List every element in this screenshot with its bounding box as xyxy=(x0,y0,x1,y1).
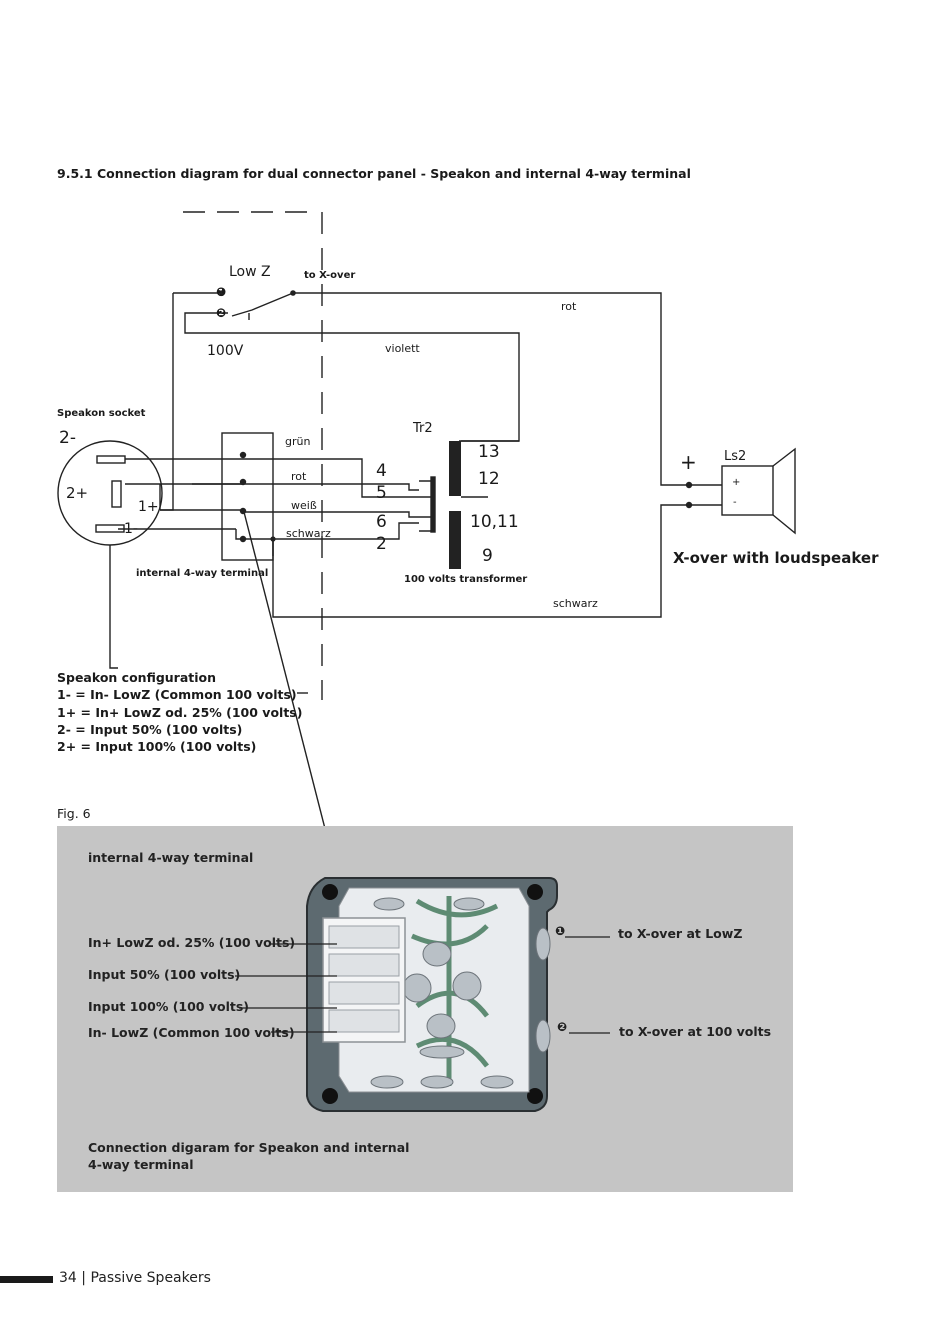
speakon-config-line: 2- = Input 50% (100 volts) xyxy=(57,721,243,737)
footer-section: Passive Speakers xyxy=(90,1270,211,1286)
marker-1: ❶ xyxy=(216,285,227,299)
photo-marker-2: ❷ xyxy=(557,1020,568,1034)
tap-13: 13 xyxy=(478,442,500,462)
speakon-config-heading: Speakon configuration xyxy=(57,670,217,685)
connector-panel-photo xyxy=(235,877,610,1112)
wire-schwarz-label: schwarz xyxy=(286,527,331,540)
pin-2minus: 2- xyxy=(59,428,76,448)
speakon-config-line: 1+ = In+ LowZ od. 25% (100 volts) xyxy=(57,704,303,720)
photo-label-input-50: Input 50% (100 volts) xyxy=(88,967,241,982)
photo-label-xover-100v: to X-over at 100 volts xyxy=(619,1024,772,1039)
violett-label: violett xyxy=(385,342,420,355)
photo-caption-line2: 4-way terminal xyxy=(88,1157,194,1172)
tap-6: 6 xyxy=(376,512,387,532)
internal-terminal-label: internal 4-way terminal xyxy=(136,568,269,579)
photo-label-xover-lowz: to X-over at LowZ xyxy=(618,926,743,941)
speakon-config-line: 1- = In- LowZ (Common 100 volts) xyxy=(57,687,297,703)
wire-weiss-label: weiß xyxy=(291,499,317,512)
tap-4: 4 xyxy=(376,461,387,481)
plus-symbol: + xyxy=(680,450,697,474)
speakon-config-block: Speakon configuration 1- = In- LowZ (Com… xyxy=(57,669,302,755)
wire-gruen-label: grün xyxy=(285,435,311,448)
tap-2: 2 xyxy=(376,534,387,554)
tap-10-11: 10,11 xyxy=(470,512,519,532)
photo-terminal-label: internal 4-way terminal xyxy=(88,850,254,865)
tap-5: 5 xyxy=(376,483,387,503)
pin-1plus: 1+ xyxy=(138,499,159,515)
tr2-label: Tr2 xyxy=(413,421,433,436)
ls2-label: Ls2 xyxy=(724,449,747,464)
to-xover-label: to X-over xyxy=(304,270,356,281)
ls-minus: - xyxy=(733,497,737,508)
photo-marker-1: ❶ xyxy=(555,924,566,938)
footer-separator: | xyxy=(81,1270,86,1286)
photo-caption-line1: Connection digaram for Speakon and inter… xyxy=(88,1140,410,1155)
photo-label-in-plus: In+ LowZ od. 25% (100 volts) xyxy=(88,935,296,950)
transformer-label: 100 volts transformer xyxy=(404,574,528,585)
wire-schwarz-bottom xyxy=(272,504,690,618)
wire-violett xyxy=(184,312,520,442)
speakon-socket-label: Speakon socket xyxy=(57,408,146,419)
wire-1plus xyxy=(160,293,174,511)
speakon-config-line: 2+ = Input 100% (100 volts) xyxy=(57,739,257,755)
ls-plus: + xyxy=(732,477,741,488)
100v-label: 100V xyxy=(207,343,244,359)
footer: 34 | Passive Speakers xyxy=(59,1270,211,1286)
pin-2plus: 2+ xyxy=(66,484,89,502)
loudspeaker-cone xyxy=(772,447,796,535)
figure-label: Fig. 6 xyxy=(57,806,91,821)
lowz-label: Low Z xyxy=(229,264,271,280)
loudspeaker-box xyxy=(721,465,774,516)
photo-label-in-minus: In- LowZ (Common 100 volts) xyxy=(88,1025,295,1040)
schwarz-bottom-label: schwarz xyxy=(553,597,598,610)
tap-12: 12 xyxy=(478,469,500,489)
page-number: 34 xyxy=(59,1270,77,1286)
pin-1minus: 1- xyxy=(124,521,138,537)
tap-9: 9 xyxy=(482,546,493,566)
section-title: 9.5.1 Connection diagram for dual connec… xyxy=(57,166,691,181)
photo-panel: internal 4-way terminal In+ LowZ od. 25%… xyxy=(57,826,793,1192)
wire-rot-label: rot xyxy=(291,470,307,483)
photo-label-input-100: Input 100% (100 volts) xyxy=(88,999,249,1014)
footer-bar xyxy=(0,1276,53,1283)
marker-2: ❷ xyxy=(216,306,227,320)
switch-lever xyxy=(231,292,294,317)
rot-label-top: rot xyxy=(561,300,577,313)
leader-speakon-config xyxy=(109,545,118,669)
terminal-box-outline xyxy=(221,432,274,561)
xover-loudspeaker-label: X-over with loudspeaker xyxy=(673,549,879,567)
